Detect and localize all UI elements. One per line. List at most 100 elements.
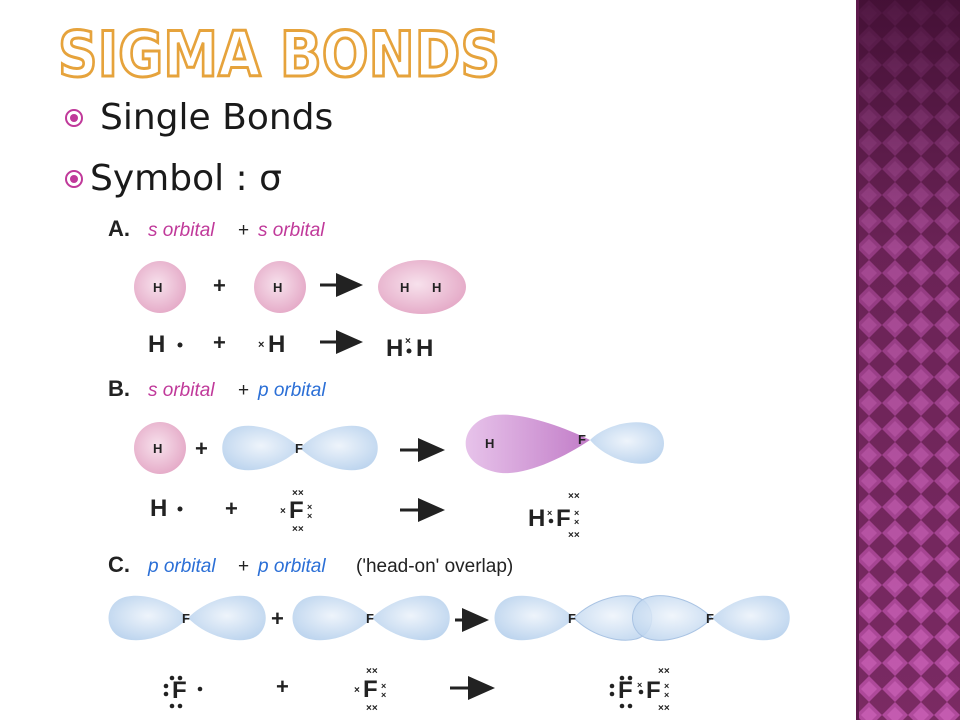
lewis-atom: F <box>289 497 304 524</box>
bullet-target-icon <box>65 169 83 188</box>
plus-sign: + <box>238 380 249 401</box>
electron-dot <box>619 675 625 681</box>
electron-cross: × <box>307 502 312 512</box>
decorative-side-panel <box>856 0 960 720</box>
bullet-text: Symbol : σ <box>90 158 282 199</box>
atom-symbol: F <box>578 432 586 447</box>
orbital-label: p orbital <box>257 556 326 577</box>
sigma-bond-diagram: A. s orbital + s orbital H + H H H H + × <box>108 216 790 714</box>
orbital-label: p orbital <box>257 380 326 401</box>
atom-symbol: F <box>366 611 374 626</box>
electron-cross: × <box>258 339 264 351</box>
electron-dot <box>609 683 615 689</box>
atom-symbol: F <box>706 611 714 626</box>
electron-dot <box>177 703 183 709</box>
p-orbital-lobe <box>222 425 300 471</box>
p-orbital-lobe <box>108 595 188 641</box>
orbital-label: p orbital <box>147 556 216 577</box>
electron-cross: × <box>354 685 360 696</box>
orbital-label: s orbital <box>148 220 215 241</box>
electron-dot <box>548 518 554 524</box>
p-orbital-lobe <box>300 425 378 471</box>
section-c: C. p orbital + p orbital ('head-on' over… <box>108 552 790 714</box>
lewis-atom: F <box>556 505 571 532</box>
electron-dot <box>406 348 412 354</box>
p-orbital-lobe <box>494 595 574 641</box>
electron-cross: × <box>664 681 669 691</box>
electron-dot <box>169 675 175 681</box>
s-orbital <box>254 261 306 313</box>
electron-dot <box>163 683 169 689</box>
lewis-atom: F <box>646 677 661 704</box>
s-orbital <box>134 422 186 474</box>
section-letter: B. <box>108 376 130 401</box>
plus-sign: + <box>238 220 249 241</box>
electron-cross: × <box>280 506 286 517</box>
lewis-atom: H <box>386 335 403 362</box>
electron-cross: × <box>381 690 386 700</box>
electron-cross: × <box>664 690 669 700</box>
electron-dot <box>169 703 175 709</box>
section-a: A. s orbital + s orbital H + H H H H + × <box>108 216 466 362</box>
p-orbital-lobe <box>292 595 372 641</box>
electron-dot <box>177 675 183 681</box>
electron-dot <box>177 506 183 512</box>
electron-cross: × <box>637 680 642 690</box>
electron-dot <box>163 691 169 697</box>
electron-cross: ×× <box>366 703 378 714</box>
lewis-atom: H <box>268 331 285 358</box>
plus-sign: + <box>213 330 226 355</box>
p-orbital-lobe <box>632 595 713 641</box>
lewis-atom: H <box>148 331 165 358</box>
atom-symbol: H <box>432 280 441 295</box>
section-letter: C. <box>108 552 130 577</box>
plus-sign: + <box>271 606 284 631</box>
atom-symbol: F <box>182 611 190 626</box>
electron-cross: × <box>405 336 411 347</box>
electron-dot <box>627 703 633 709</box>
lewis-atom: F <box>363 676 378 703</box>
electron-cross: × <box>574 508 579 518</box>
electron-dot <box>627 675 633 681</box>
bullet-item: Symbol : σ <box>64 158 282 199</box>
bullet-text: Single Bonds <box>100 97 334 138</box>
p-orbital-lobe <box>590 422 664 464</box>
orbital-label: s orbital <box>148 380 215 401</box>
p-orbital-lobe <box>188 595 266 641</box>
electron-cross: ×× <box>568 530 580 541</box>
orbital-label: s orbital <box>258 220 325 241</box>
atom-symbol: H <box>153 280 162 295</box>
plus-sign: + <box>276 674 289 699</box>
electron-dot <box>197 686 203 692</box>
atom-symbol: H <box>400 280 409 295</box>
sp-hybrid-orbital <box>465 414 590 474</box>
electron-cross: ×× <box>568 491 580 502</box>
p-orbital-lobe <box>372 595 450 641</box>
bonded-s-orbital <box>378 260 466 314</box>
slide-title: SIGMA BONDS <box>58 18 502 88</box>
plus-sign: + <box>225 496 238 521</box>
electron-dot <box>638 689 644 695</box>
lewis-atom: H <box>528 505 545 532</box>
electron-cross: ×× <box>292 524 304 535</box>
electron-cross: × <box>547 508 552 518</box>
plus-sign: + <box>238 556 249 577</box>
electron-cross: × <box>574 517 579 527</box>
lewis-atom: H <box>416 335 433 362</box>
atom-symbol: F <box>568 611 576 626</box>
electron-cross: ×× <box>658 666 670 677</box>
atom-symbol: H <box>273 280 282 295</box>
electron-cross: × <box>381 681 386 691</box>
slide-title-text: SIGMA BONDS <box>58 18 500 88</box>
electron-dot <box>609 691 615 697</box>
plus-sign: + <box>195 436 208 461</box>
lewis-atom: F <box>172 677 187 704</box>
electron-cross: ×× <box>292 488 304 499</box>
electron-dot <box>177 342 183 348</box>
p-orbital-lobe <box>712 595 790 641</box>
atom-symbol: H <box>485 436 494 451</box>
lewis-atom: F <box>618 677 633 704</box>
atom-symbol: F <box>295 441 303 456</box>
overlap-note: ('head-on' overlap) <box>356 556 513 577</box>
